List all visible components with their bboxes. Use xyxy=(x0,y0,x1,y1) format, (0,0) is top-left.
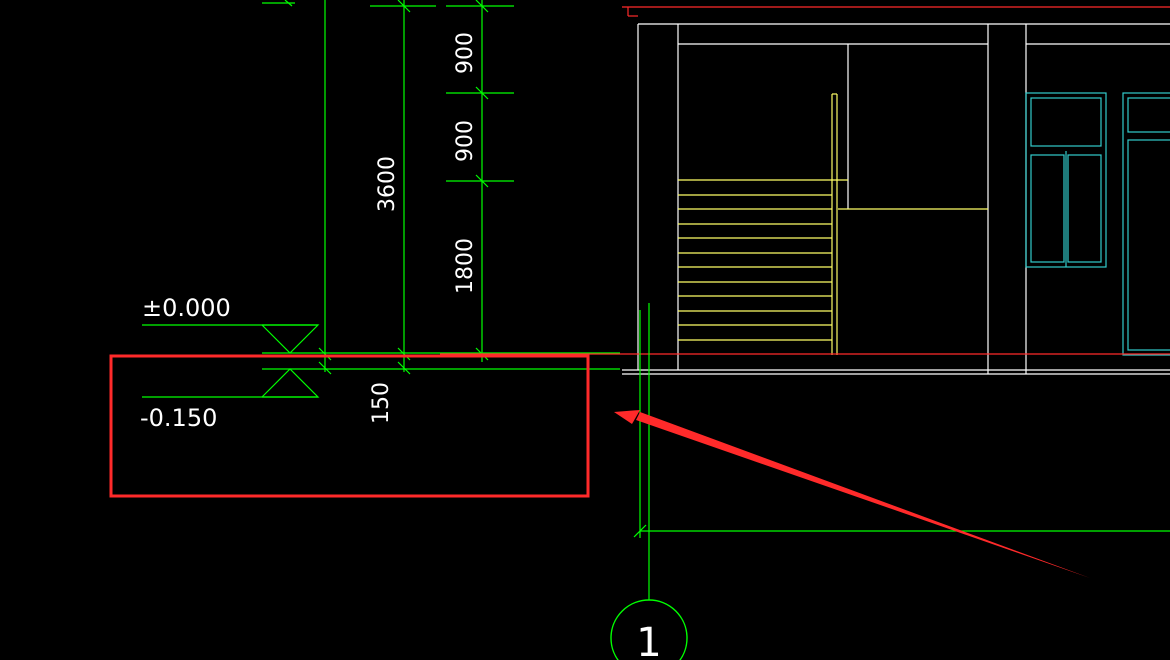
triangle-elevation-icon xyxy=(261,324,320,398)
dimension-upper-text: 900 xyxy=(453,32,478,74)
highlight-box xyxy=(109,354,590,498)
window-frames xyxy=(1025,92,1170,356)
building-outline xyxy=(622,23,1170,375)
grid-axis-bubble[interactable]: 1 xyxy=(610,599,688,660)
grid-axis-label: 1 xyxy=(636,620,661,660)
elevation-bottom-label: -0.150 xyxy=(140,404,217,432)
top-datum-line xyxy=(622,6,1170,17)
red-arrow-icon xyxy=(614,410,1090,578)
dimension-total-text: 3600 xyxy=(375,156,400,212)
stair-flight xyxy=(678,93,988,355)
dimension-lower-text: 1800 xyxy=(453,238,478,294)
elevation-top-label: ±0.000 xyxy=(142,294,231,322)
dimension-middle-text: 900 xyxy=(453,120,478,162)
dimension-offset-text: 150 xyxy=(369,382,394,424)
grid-axis-lines xyxy=(633,303,1170,600)
